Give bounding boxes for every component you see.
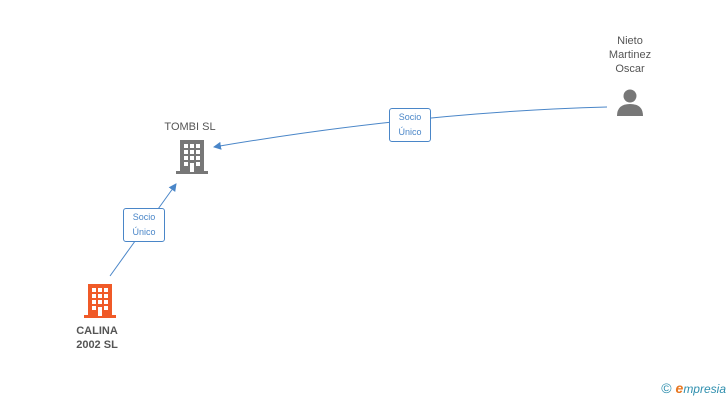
brand-logo-initial: e [675,380,684,396]
brand-name: mpresia [683,382,726,396]
edge-label-calina-tombi: Socio Único [123,208,165,242]
copyright-symbol: © [661,380,672,396]
node-label-tombi[interactable]: TOMBI SL [164,121,216,133]
brand-footer[interactable]: ©empresia [661,380,726,396]
node-label-calina[interactable]: CALINA 2002 SL [76,325,118,351]
person-icon[interactable] [615,88,645,118]
node-label-nieto[interactable]: Nieto Martinez Oscar [608,35,652,75]
building-icon[interactable] [175,139,209,175]
edge-label-nieto-tombi: Socio Único [389,108,431,142]
building-icon[interactable] [83,283,117,319]
